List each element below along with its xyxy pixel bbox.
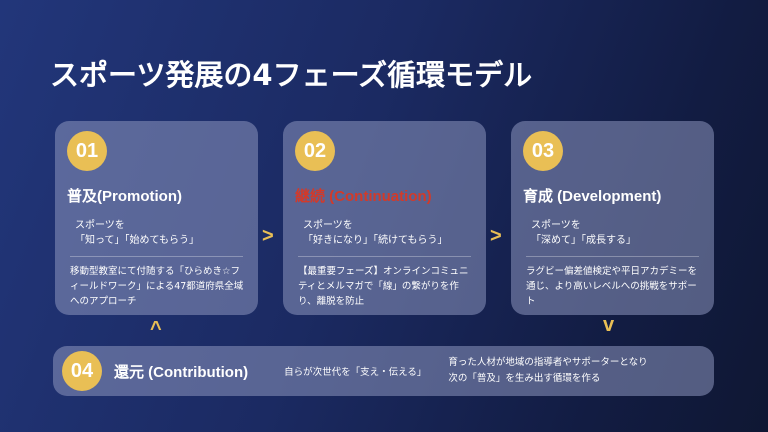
phase-subtitle: スポーツを 「深めて」「成長する」 — [531, 220, 636, 246]
arrow-up-icon: ^ — [150, 318, 162, 340]
description-line: 育った人材が地域の指導者やサポーターとなり — [448, 357, 648, 368]
divider — [298, 256, 471, 257]
arrow-right-icon: > — [490, 225, 502, 247]
arrow-right-icon: > — [262, 225, 274, 247]
phase-number-badge: 03 — [523, 131, 563, 171]
divider — [70, 256, 243, 257]
phase-number-badge: 01 — [67, 131, 107, 171]
phase-number-badge: 02 — [295, 131, 335, 171]
arrow-down-icon: v — [603, 314, 615, 336]
divider — [526, 256, 699, 257]
page-title: スポーツ発展の4フェーズ循環モデル — [50, 58, 533, 92]
phase-subtitle: 自らが次世代を「支え・伝える」 — [284, 367, 427, 378]
phase-card-promotion: 01 普及(Promotion) スポーツを 「知って」「始めてもらう」 移動型… — [55, 121, 258, 315]
phase-description: ラグビー偏差値検定や平日アカデミーを通じ、より高いレベルへの挑戦をサポート — [526, 266, 698, 307]
phase-description: 移動型教室にて付随する「ひらめき☆フィールドワーク」による47都道府県全域へのア… — [70, 266, 244, 307]
phase-subtitle: スポーツを 「知って」「始めてもらう」 — [75, 220, 199, 246]
phase-card-development: 03 育成 (Development) スポーツを 「深めて」「成長する」 ラグ… — [511, 121, 714, 315]
phase-subtitle: スポーツを 「好きになり」「続けてもらう」 — [303, 220, 448, 246]
phase-heading: 育成 (Development) — [523, 188, 662, 205]
phase-heading: 普及(Promotion) — [67, 188, 182, 205]
phase-heading: 還元 (Contribution) — [114, 363, 249, 381]
phase-description: 育った人材が地域の指導者やサポーターとなり 次の「普及」を生み出す循環を作る — [448, 355, 647, 387]
phase-bar-contribution: 04 還元 (Contribution) 自らが次世代を「支え・伝える」 育った… — [53, 346, 714, 396]
description-line: 次の「普及」を生み出す循環を作る — [448, 373, 601, 384]
phase-description: 【最重要フェーズ】オンラインコミュニティとメルマガで「線」の繋がりを作り、離脱を… — [298, 266, 469, 307]
phase-number-badge: 04 — [62, 351, 102, 391]
phase-heading: 継続 (Continuation) — [295, 188, 432, 205]
phase-card-continuation: 02 継続 (Continuation) スポーツを 「好きになり」「続けてもら… — [283, 121, 486, 315]
